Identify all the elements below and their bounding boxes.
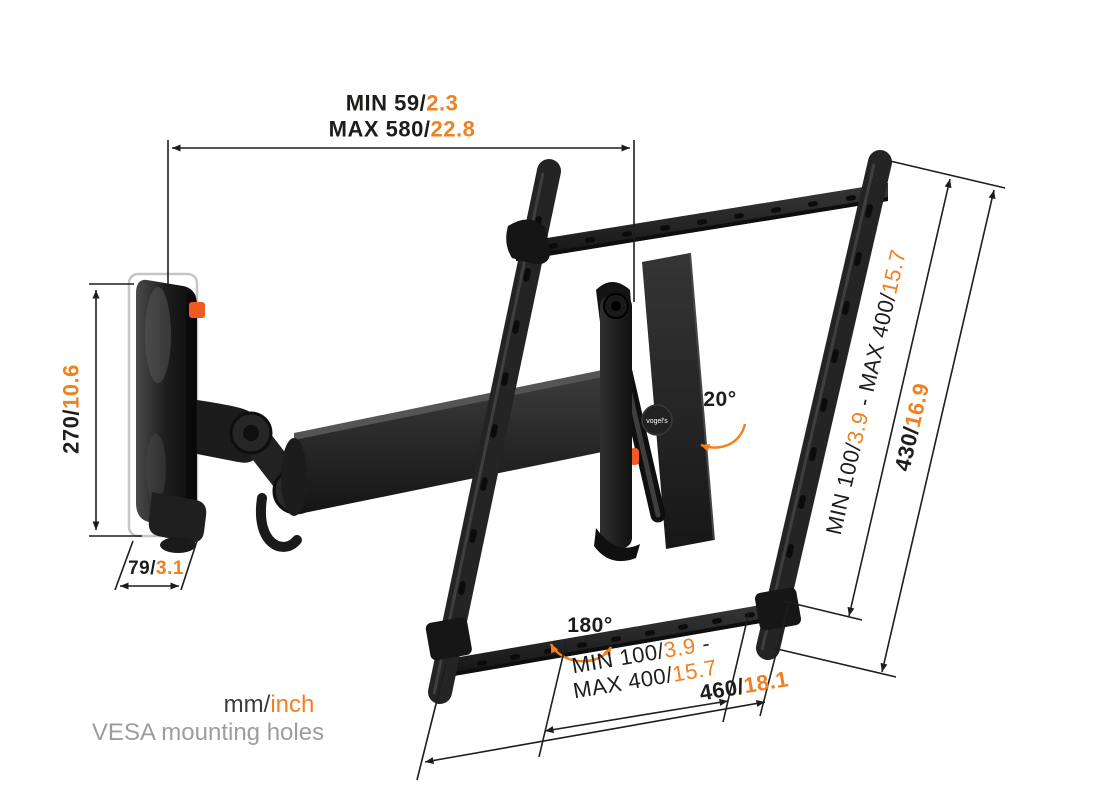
dim-top-max-label: MAX 580/22.8 [329, 116, 476, 141]
tilt-rotation-arrow-icon [700, 423, 747, 452]
inch-value: 3.1 [156, 558, 184, 580]
mm-unit-label: mm/ [223, 691, 271, 718]
dimension-lines [89, 140, 1006, 781]
swivel-arm [197, 368, 612, 552]
dim-depth-label: 79/3.1 [128, 558, 184, 580]
cable-hook [255, 493, 302, 552]
vesa-mounting-holes-label: VESA mounting holes [92, 719, 324, 747]
center-tilt-unit: vogel's [594, 252, 715, 562]
angle-value: 20° [703, 387, 737, 411]
rotation-arrows [549, 423, 747, 663]
angle-value: 180° [567, 613, 613, 637]
wall-plate [127, 272, 207, 553]
swivel-angle-label: 180° [567, 614, 612, 638]
vogels-logo: vogel's [641, 404, 673, 436]
tilt-angle-label: 20° [703, 388, 736, 412]
dim-height-label: 270/10.6 [58, 364, 83, 454]
dash: - [693, 630, 712, 658]
mm-value: MAX 580/ [328, 116, 431, 142]
swivel-rotation-arrow-icon [549, 643, 613, 663]
dim-top-min-label: MIN 59/2.3 [346, 90, 459, 115]
vesa-text: VESA mounting holes [91, 719, 325, 746]
inch-unit-label: inch [270, 691, 315, 718]
mm-value: MIN 59/ [345, 90, 427, 116]
tv-bracket-frame [425, 150, 892, 704]
inch-value: 2.3 [426, 90, 459, 116]
inch-value: 22.8 [430, 116, 476, 142]
release-tab [189, 302, 205, 318]
inch-value: 10.6 [58, 364, 84, 409]
units-legend: mm/inch [224, 691, 315, 719]
mm-value: 270/ [58, 409, 84, 454]
mm-value: 79/ [128, 558, 156, 580]
svg-text:vogel's: vogel's [646, 418, 668, 425]
